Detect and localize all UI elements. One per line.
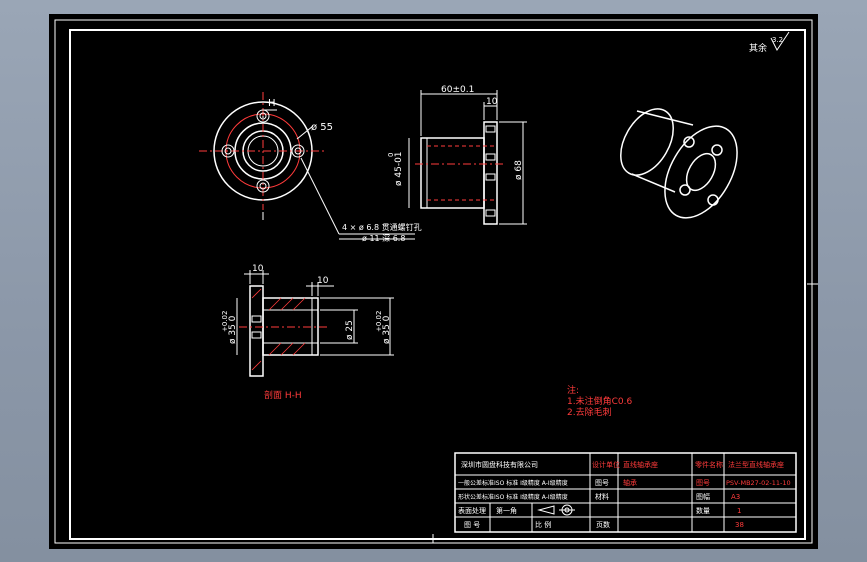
roughness-label: 其余 [749, 42, 767, 54]
dim-dia-45: ø 45-01 [394, 151, 404, 186]
hole-note-2: ø 11 深 6.8 [362, 234, 405, 243]
tb-r2c3: 轴承 [623, 478, 637, 487]
dim-dia-55: ø 55 [311, 122, 333, 133]
section-view: 10 10 ø 35 0 +0.02 ø 25 ø 35 0 +0.02 剖面 … [221, 264, 394, 401]
inner-border [69, 29, 806, 540]
isometric-view [620, 108, 738, 219]
tb-r1c3: 直线轴承座 [623, 460, 658, 469]
tb-r4c2: 第一角 [496, 506, 517, 515]
dim-dia-68: ø 68 [514, 160, 524, 180]
dim-length-10-top: 10 [486, 97, 498, 107]
dim-dia-45-tol: 0 [387, 153, 395, 157]
tb-r5c1: 图 号 [464, 521, 480, 529]
tb-r4c1: 表面处理 [458, 506, 486, 515]
tb-r2c1: 一般公差标准ISO 标准 I级精度 A-I级精度 [458, 479, 568, 487]
tb-r3c2: 材料 [595, 492, 609, 501]
section-title: 剖面 H-H [264, 389, 302, 401]
tb-r2c4: 图号 [696, 479, 710, 487]
tb-r1c4: 零件名称 [695, 460, 723, 469]
cad-drawing: 其余 3.2 H ø 55 4 × ø 6.8 贯通螺钉孔 ø 11 深 6.8 [54, 19, 818, 544]
dim-dia-35-right-tol: +0.02 [375, 311, 383, 332]
projection-symbol-icon [537, 504, 575, 516]
dim-dia-35-right: ø 35 0 [382, 315, 392, 344]
dim-dia-25: ø 25 [345, 320, 355, 340]
notes-line-2: 2.去除毛刺 [567, 406, 612, 418]
tb-r1c5: 法兰型直线轴承座 [728, 460, 784, 469]
dim-length-60: 60±0.1 [441, 85, 474, 95]
side-view: 60±0.1 10 ø 45-01 0 ø 68 [387, 85, 527, 225]
title-block: 深圳市圆盘科技有限公司 设计单位 直线轴承座 零件名称 法兰型直线轴承座 一般公… [454, 452, 797, 533]
tb-company: 深圳市圆盘科技有限公司 [461, 460, 538, 469]
tb-r5c2: 比 例 [535, 520, 551, 529]
front-view: H ø 55 4 × ø 6.8 贯通螺钉孔 ø 11 深 6.8 [199, 92, 422, 243]
dim-length-10-a: 10 [252, 264, 264, 274]
notes-title: 注: [567, 384, 579, 396]
drawing-canvas: 其余 3.2 H ø 55 4 × ø 6.8 贯通螺钉孔 ø 11 深 6.8 [49, 14, 818, 549]
tb-r2c2: 图号 [595, 479, 609, 487]
section-marker-label: H [268, 98, 276, 109]
tb-r3c4: 图幅 [696, 492, 710, 501]
dim-length-10-b: 10 [317, 276, 329, 286]
dim-dia-35-left-tol: +0.02 [221, 311, 229, 332]
tb-r4c5: 1 [737, 507, 741, 515]
dim-dia-35-left: ø 35 0 [228, 315, 238, 344]
notes: 注: 1.未注倒角C0.6 2.去除毛刺 [567, 384, 632, 418]
hole-note: 4 × ø 6.8 贯通螺钉孔 [342, 222, 422, 232]
tb-r5c5: 38 [735, 521, 744, 529]
roughness-value: 3.2 [772, 36, 783, 44]
roughness-icon [770, 31, 790, 51]
tb-r3c1: 形状公差标准ISO 标准 I级精度 A-I级精度 [458, 493, 568, 501]
tb-r4c4: 数量 [696, 506, 710, 515]
tb-r2c5: PSV-MB27-02-11-10 [726, 479, 791, 487]
tb-r3c5: A3 [731, 493, 740, 501]
notes-line-1: 1.未注倒角C0.6 [567, 395, 632, 407]
tb-r1c2: 设计单位 [592, 460, 620, 469]
tb-r5c4: 页数 [596, 520, 610, 529]
